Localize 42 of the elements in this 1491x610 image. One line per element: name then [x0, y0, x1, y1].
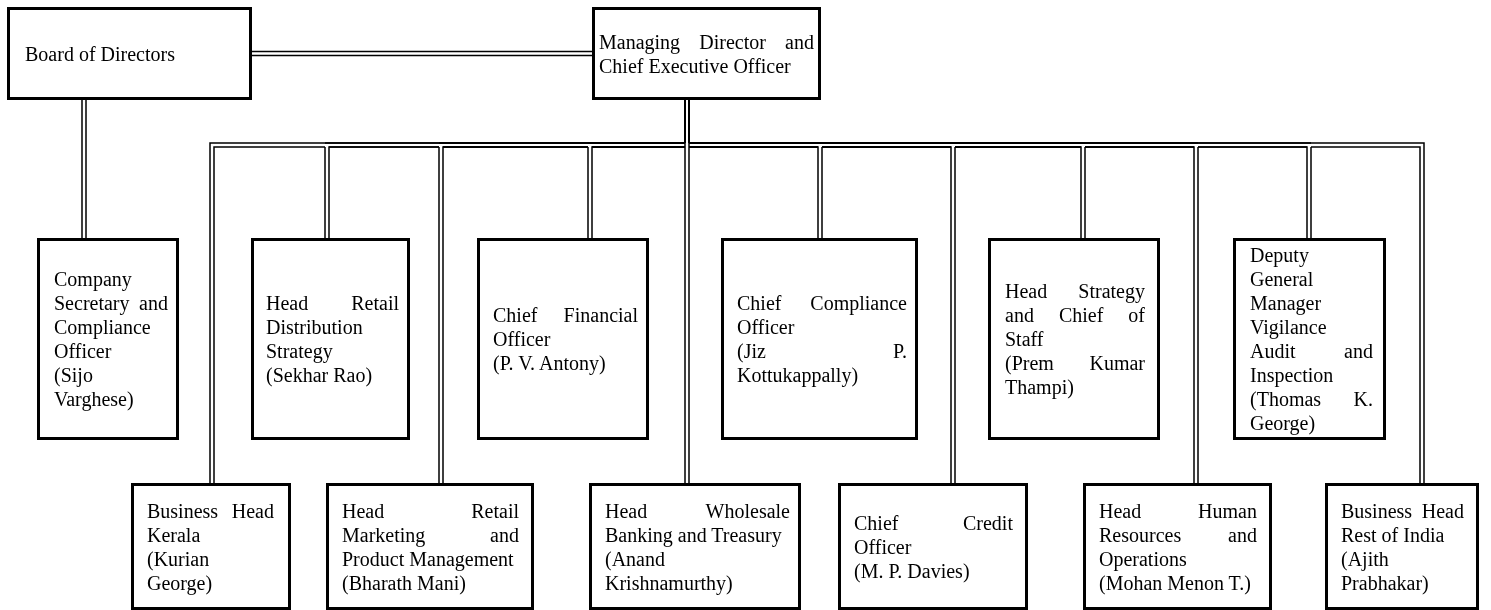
role-box — [326, 483, 534, 610]
person-name: (Bharath Mani) — [342, 571, 467, 595]
role-box — [7, 7, 252, 100]
person-name: (Prem Kumar Thampi) — [1005, 351, 1145, 399]
person-name: (Mohan Menon T.) — [1099, 571, 1252, 595]
role-title: Head Retail Marketing and Product Management — [342, 498, 519, 571]
double-connector — [251, 50, 593, 57]
role-title: Board of Directors — [25, 41, 176, 66]
role-title: Head Retail Distribution Strategy — [266, 291, 399, 363]
person-name: (Kurian George) — [147, 546, 214, 595]
role-title: Chief Credit Officer — [854, 510, 1013, 559]
person-name: (Anand Krishnamurthy) — [605, 547, 734, 595]
role-title: Company Secretary and Compliance Officer — [54, 267, 168, 363]
role-box — [589, 483, 801, 610]
person-name: (M. P. Davies) — [854, 558, 971, 583]
role-box — [721, 238, 918, 440]
role-box — [988, 238, 1160, 440]
person-name: (Sekhar Rao) — [266, 363, 374, 387]
role-title: Deputy General Manager Vigilance Audit and Inspection — [1250, 243, 1373, 387]
role-title: Head Strategy and Chief of Staff — [1005, 279, 1145, 351]
role-title: Managing Director and Chief Executive Officer — [599, 29, 814, 78]
role-box — [477, 238, 649, 440]
role-box — [1233, 238, 1386, 440]
role-box — [1325, 483, 1479, 610]
person-name: (Jiz P. Kottukappally) — [737, 339, 907, 387]
role-title: Head Human Resources and Operations — [1099, 498, 1257, 571]
role-box — [838, 483, 1028, 610]
role-box — [592, 7, 821, 100]
role-title: Business Head Rest of India — [1341, 498, 1464, 547]
role-title: Head Wholesale Banking and Treasury — [605, 498, 790, 547]
person-name: (Thomas K. George) — [1250, 387, 1373, 435]
person-name: (P. V. Antony) — [493, 351, 607, 375]
role-box — [1083, 483, 1272, 610]
role-box — [251, 238, 410, 440]
role-title: Chief Financial Officer — [493, 303, 638, 351]
role-box — [37, 238, 179, 440]
double-connector — [81, 99, 87, 239]
person-name: (Sijo Varghese) — [54, 363, 135, 411]
person-name: (Ajith Prabhakar) — [1341, 546, 1430, 595]
role-title: Business Head Kerala — [147, 498, 274, 547]
role-title: Chief Compliance Officer — [737, 291, 907, 339]
role-box — [131, 483, 291, 610]
